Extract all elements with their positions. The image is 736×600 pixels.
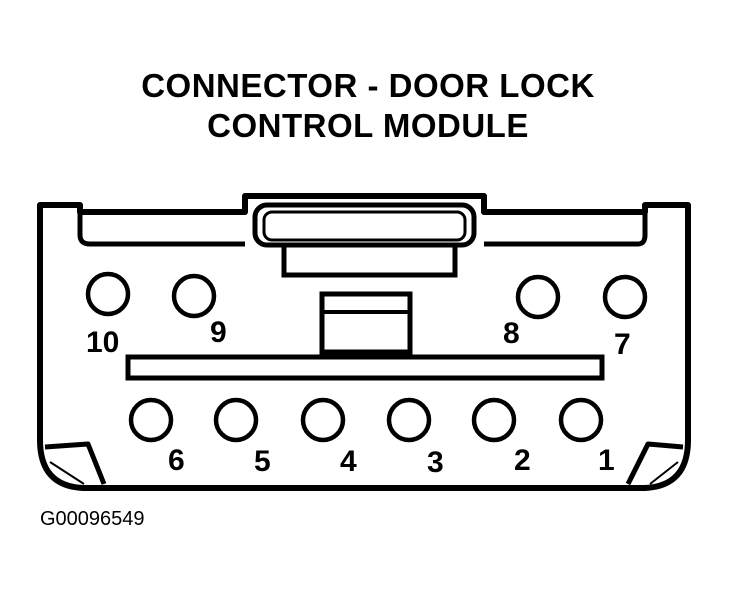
pin-label-4: 4	[340, 445, 357, 478]
pin-5-cavity	[213, 397, 259, 443]
connector-inner-wall	[77, 212, 648, 247]
pin-3-cavity	[386, 397, 432, 443]
corner-ramp-right	[625, 441, 684, 486]
pin-9-cavity	[171, 273, 217, 319]
pin-6-cavity	[128, 397, 174, 443]
pin-label-9: 9	[210, 316, 227, 349]
pin-label-6: 6	[168, 444, 185, 477]
pin-label-3: 3	[427, 446, 444, 479]
locking-latch	[252, 202, 477, 278]
pin-label-2: 2	[514, 444, 531, 477]
pin-4-cavity	[300, 397, 346, 443]
pin-label-10: 10	[86, 326, 119, 359]
row-divider-bar	[125, 354, 605, 381]
pin-1-cavity	[558, 397, 604, 443]
pin-10-cavity	[85, 271, 131, 317]
pin-label-8: 8	[503, 317, 520, 350]
pin-label-7: 7	[614, 328, 631, 361]
corner-ramp-left	[44, 441, 107, 485]
figure-id: G00096549	[40, 508, 145, 530]
pin-label-1: 1	[598, 444, 615, 477]
diagram-title-line-2: CONTROL MODULE	[207, 107, 529, 144]
diagram-title-line-1: CONNECTOR - DOOR LOCK	[141, 67, 595, 104]
pin-2-cavity	[471, 397, 517, 443]
pin-label-5: 5	[254, 445, 271, 478]
connector-housing-outline	[37, 193, 691, 491]
pin-8-cavity	[515, 274, 561, 320]
pin-7-cavity	[602, 274, 648, 320]
center-key	[319, 291, 413, 355]
